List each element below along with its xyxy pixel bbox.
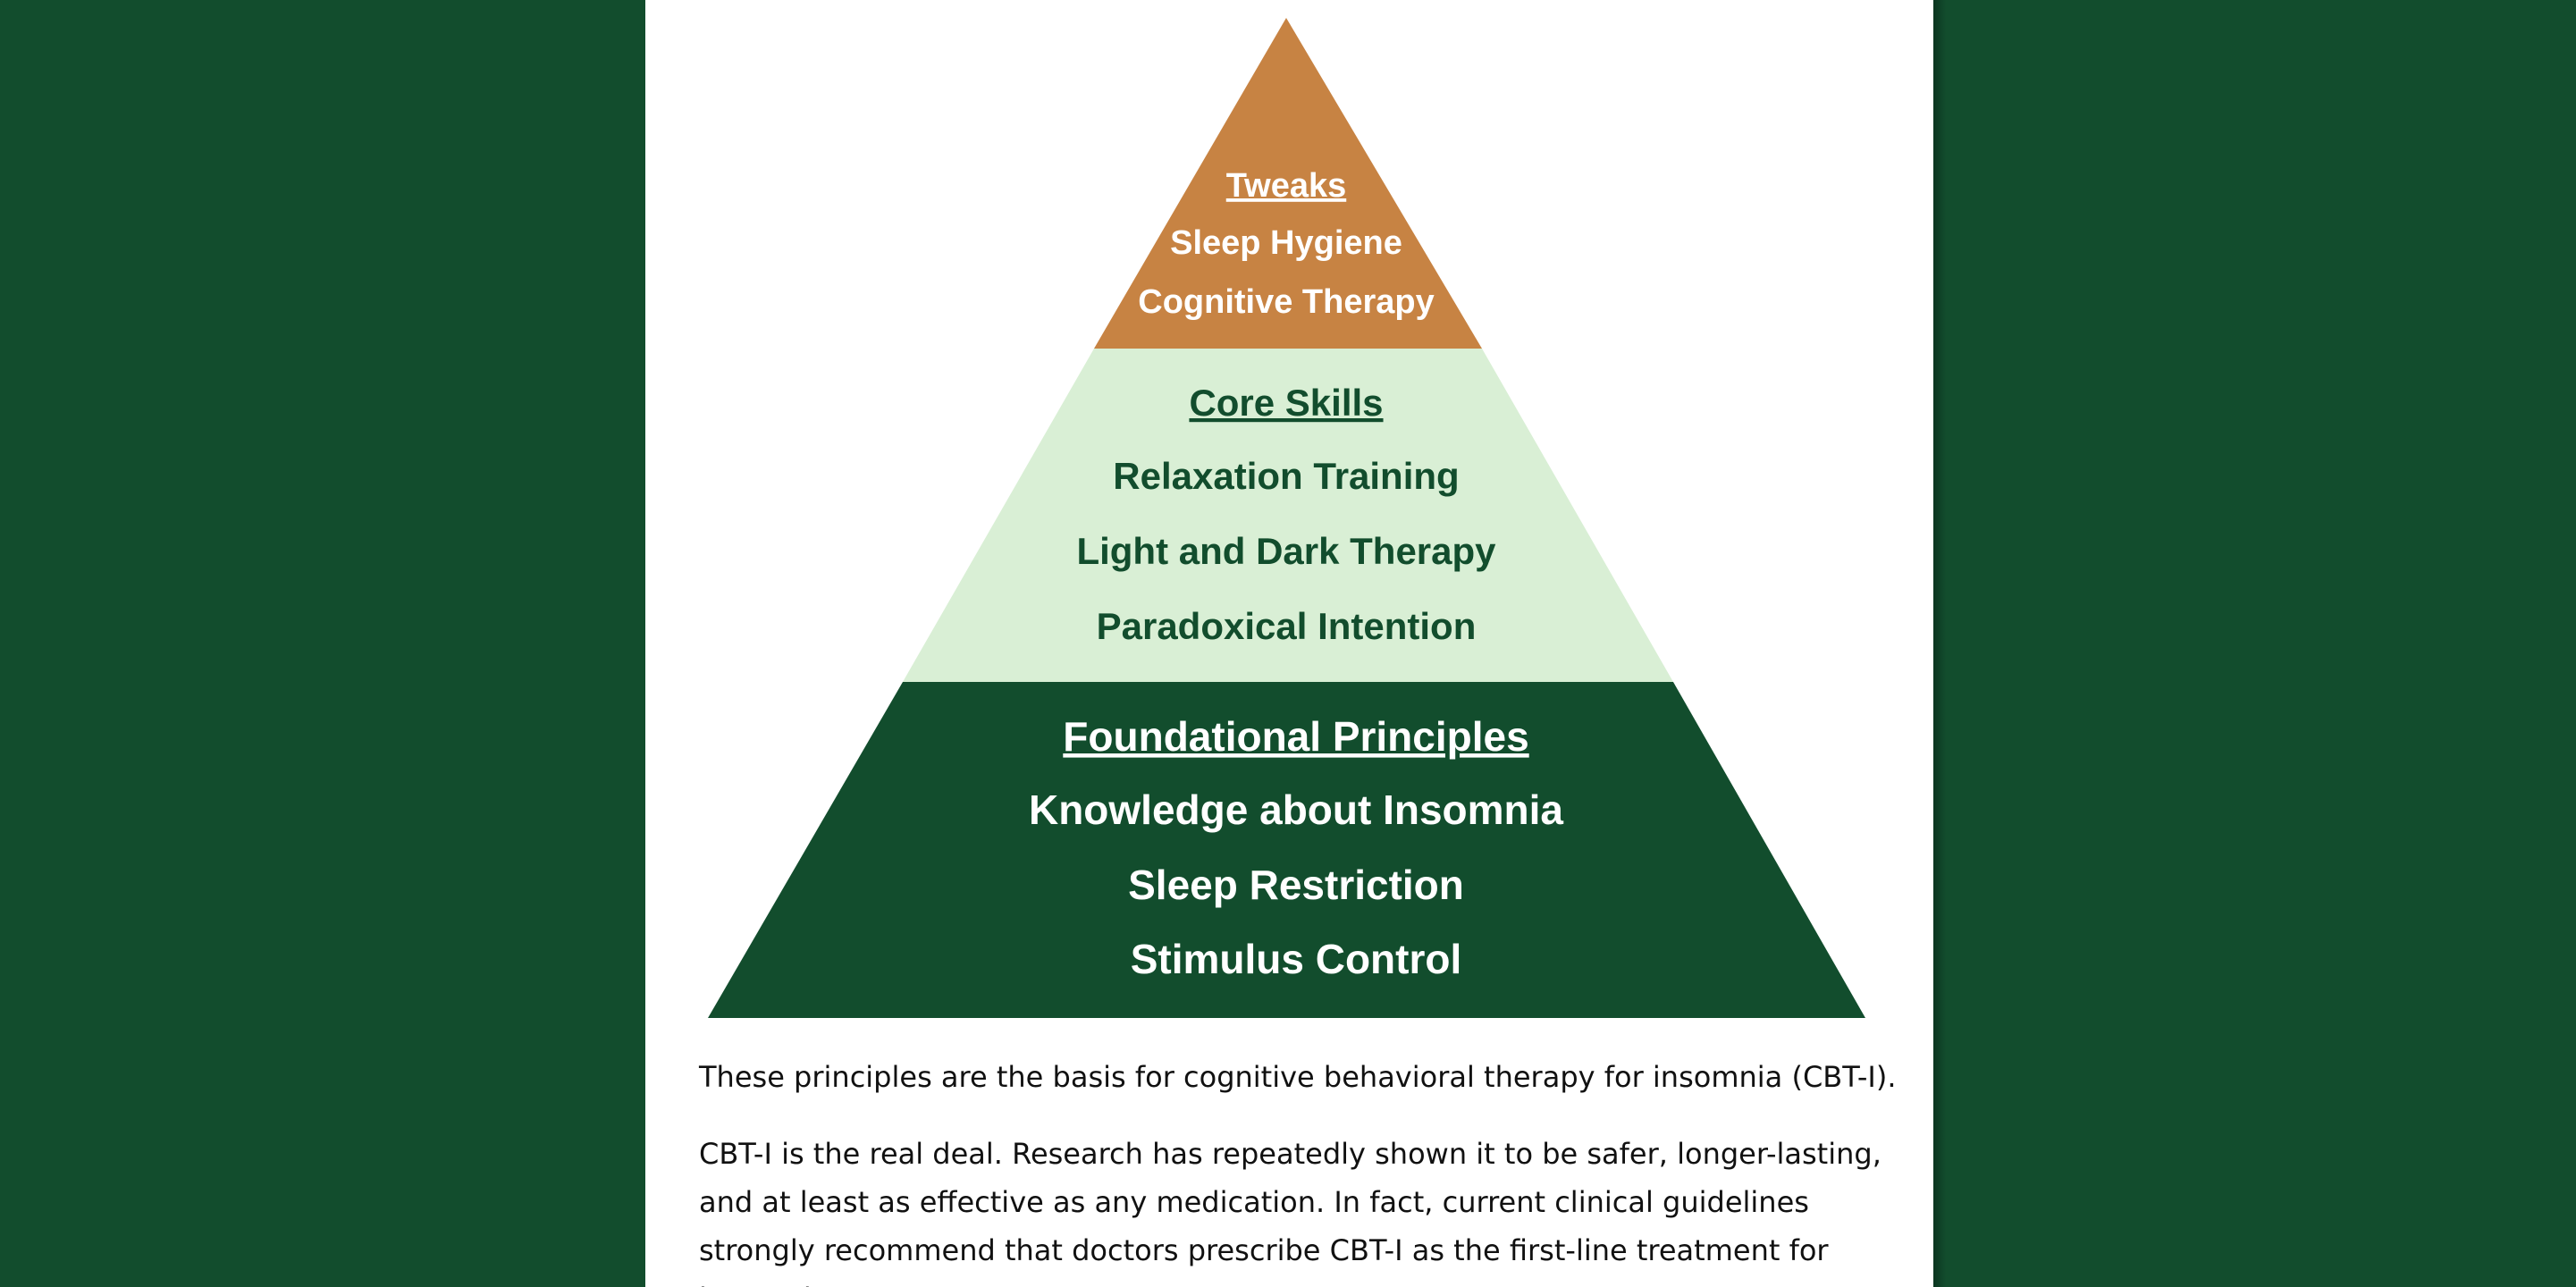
pyramid-middle-tier — [903, 349, 1673, 682]
right-panel-shadow — [1933, 0, 1946, 1287]
left-background — [0, 0, 645, 1287]
middle-tier-item: Light and Dark Therapy — [1076, 530, 1496, 572]
content-panel: Tweaks Sleep Hygiene Cognitive Therapy C… — [645, 0, 1933, 1287]
bottom-tier-item: Sleep Restriction — [1128, 862, 1464, 908]
cbt-i-pyramid-diagram: Tweaks Sleep Hygiene Cognitive Therapy C… — [708, 18, 1865, 1018]
middle-tier-item: Relaxation Training — [1113, 455, 1459, 497]
bottom-tier-item: Stimulus Control — [1131, 936, 1462, 982]
body-text: These principles are the basis for cogni… — [699, 1053, 1897, 1287]
bottom-tier-heading: Foundational Principles — [1063, 713, 1528, 760]
top-tier-item: Cognitive Therapy — [1138, 283, 1435, 321]
pyramid-bottom-tier — [708, 682, 1865, 1018]
right-background — [1933, 0, 2576, 1287]
top-tier-heading: Tweaks — [1226, 167, 1346, 205]
bottom-tier-item: Knowledge about Insomnia — [1029, 786, 1563, 833]
top-tier-item: Sleep Hygiene — [1170, 224, 1402, 262]
paragraph-cbt-i: CBT-I is the real deal. Research has rep… — [699, 1137, 1881, 1287]
pyramid-top-tier — [1094, 18, 1482, 349]
middle-tier-item: Paradoxical Intention — [1097, 605, 1477, 647]
paragraph-intro: These principles are the basis for cogni… — [699, 1060, 1897, 1094]
middle-tier-heading: Core Skills — [1189, 382, 1383, 424]
